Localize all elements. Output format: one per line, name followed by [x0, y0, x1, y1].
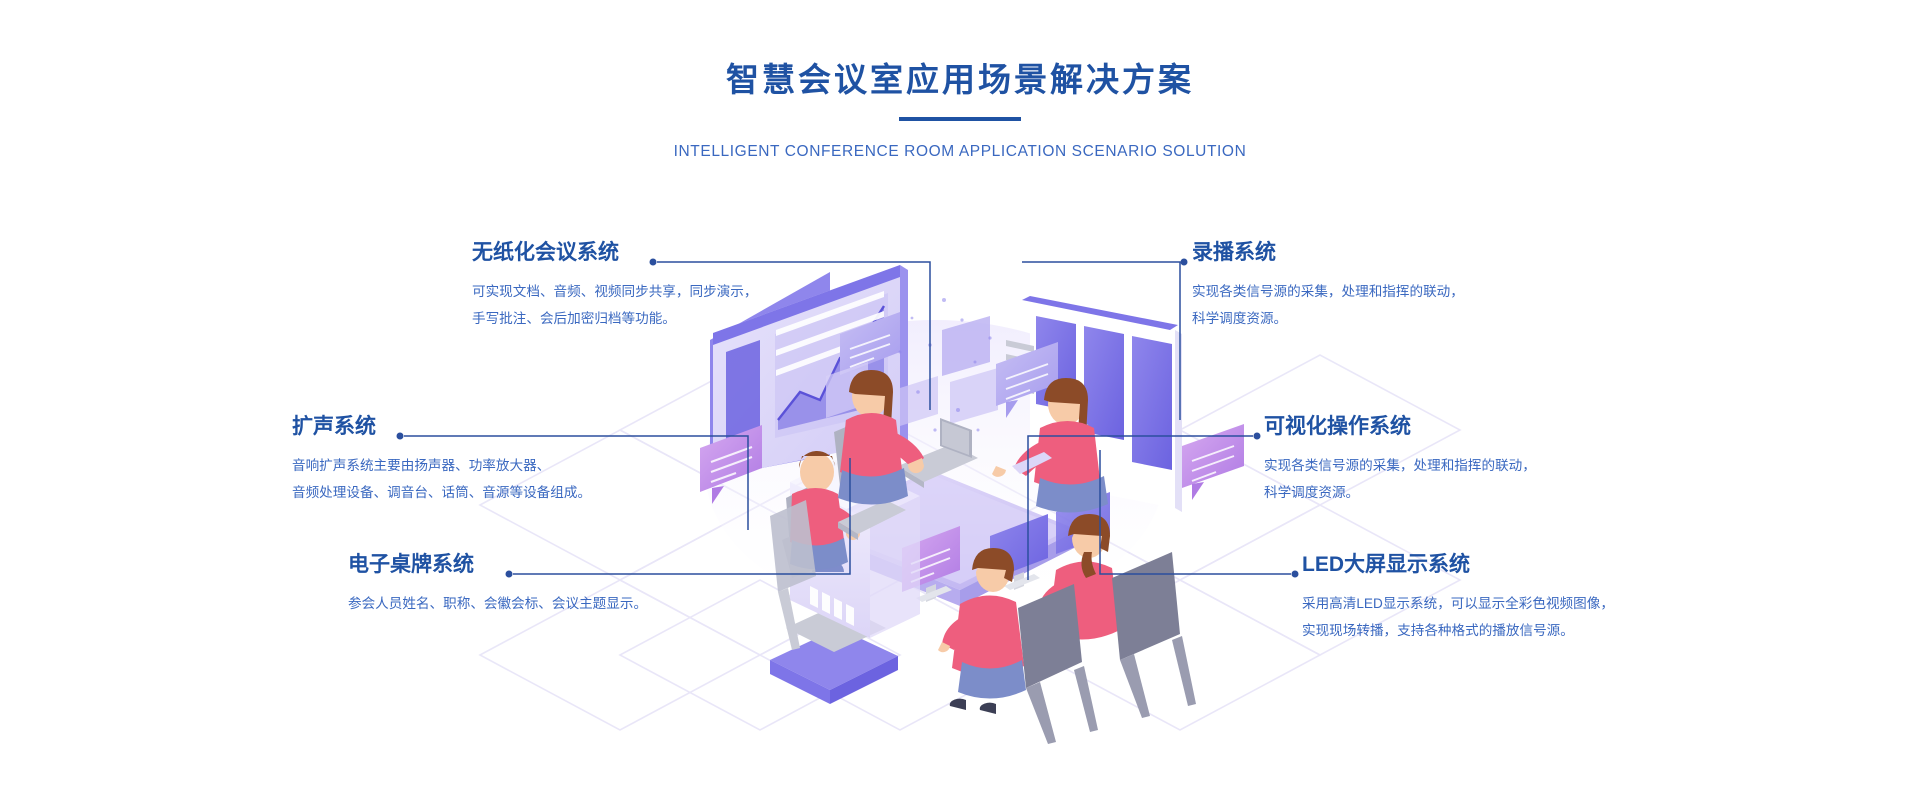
callout-desc-line-1: 实现各类信号源的采集，处理和指挥的联动，	[1264, 458, 1536, 474]
participant-left	[834, 370, 924, 505]
callout-desc-line-2: 科学调度资源。	[1264, 485, 1360, 501]
title-divider	[899, 117, 1021, 122]
callout-desc-line-2: 科学调度资源。	[1192, 311, 1288, 327]
callout-headline: 录播系统	[1192, 241, 1276, 264]
chat-bubble-left	[700, 425, 762, 504]
callout-description: 音响扩声系统主要由扬声器、功率放大器、 音频处理设备、调音台、话筒、音源等设备组…	[292, 452, 591, 506]
callout-headline: 可视化操作系统	[1264, 415, 1411, 438]
callout-description: 可实现文档、音频、视频同步共享，同步演示， 手写批注、会后加密归档等功能。	[472, 278, 757, 332]
callout-desc-line-1: 实现各类信号源的采集，处理和指挥的联动，	[1192, 284, 1464, 300]
callout-description: 参会人员姓名、职称、会徽会标、会议主题显示。	[348, 590, 647, 617]
callout-desc-line-2: 实现现场转播，支持各种格式的播放信号源。	[1302, 623, 1574, 639]
callout-led-large-screen-display-system[interactable]: LED大屏显示系统 采用高清LED显示系统，可以显示全彩色视频图像， 实现现场转…	[1302, 552, 1614, 645]
callout-description: 采用高清LED显示系统，可以显示全彩色视频图像， 实现现场转播，支持各种格式的播…	[1302, 590, 1614, 644]
callout-description: 实现各类信号源的采集，处理和指挥的联动， 科学调度资源。	[1192, 278, 1464, 332]
callout-desc-line-1: 采用高清LED显示系统，可以显示全彩色视频图像，	[1302, 596, 1614, 612]
connector-lines	[396, 258, 1299, 580]
callout-visual-operation-system[interactable]: 可视化操作系统 实现各类信号源的采集，处理和指挥的联动， 科学调度资源。	[1264, 414, 1536, 507]
callout-sound-reinforcement-system[interactable]: 扩声系统 音响扩声系统主要由扬声器、功率放大器、 音频处理设备、调音台、话筒、音…	[292, 414, 591, 507]
callout-desc-line-1: 音响扩声系统主要由扬声器、功率放大器、	[292, 458, 551, 474]
callout-headline: LED大屏显示系统	[1302, 553, 1470, 576]
callout-desc-line-1: 可实现文档、音频、视频同步共享，同步演示，	[472, 284, 758, 300]
participant-foreground-center	[770, 500, 1098, 744]
page-header: 智慧会议室应用场景解决方案 INTELLIGENT CONFERENCE ROO…	[0, 0, 1920, 161]
chat-bubble-right	[1182, 424, 1244, 500]
callout-electronic-nameplate-system[interactable]: 电子桌牌系统 参会人员姓名、职称、会徽会标、会议主题显示。	[348, 552, 647, 617]
callout-desc-line-1: 参会人员姓名、职称、会徽会标、会议主题显示。	[348, 596, 648, 612]
callout-headline: 扩声系统	[292, 415, 376, 438]
callout-paperless-meeting-system[interactable]: 无纸化会议系统 可实现文档、音频、视频同步共享，同步演示， 手写批注、会后加密归…	[472, 240, 757, 333]
page-subtitle: INTELLIGENT CONFERENCE ROOM APPLICATION …	[673, 143, 1247, 161]
callout-headline: 无纸化会议系统	[472, 241, 619, 264]
page-title: 智慧会议室应用场景解决方案	[726, 61, 1194, 98]
callout-desc-line-2: 手写批注、会后加密归档等功能。	[472, 311, 676, 327]
callout-recording-broadcast-system[interactable]: 录播系统 实现各类信号源的采集，处理和指挥的联动， 科学调度资源。	[1192, 240, 1464, 333]
callout-desc-line-2: 音频处理设备、调音台、话筒、音源等设备组成。	[292, 485, 592, 501]
callout-headline: 电子桌牌系统	[348, 553, 474, 576]
chat-bubble-center	[996, 342, 1058, 418]
callout-description: 实现各类信号源的采集，处理和指挥的联动， 科学调度资源。	[1264, 452, 1536, 506]
participant-right	[992, 378, 1108, 513]
